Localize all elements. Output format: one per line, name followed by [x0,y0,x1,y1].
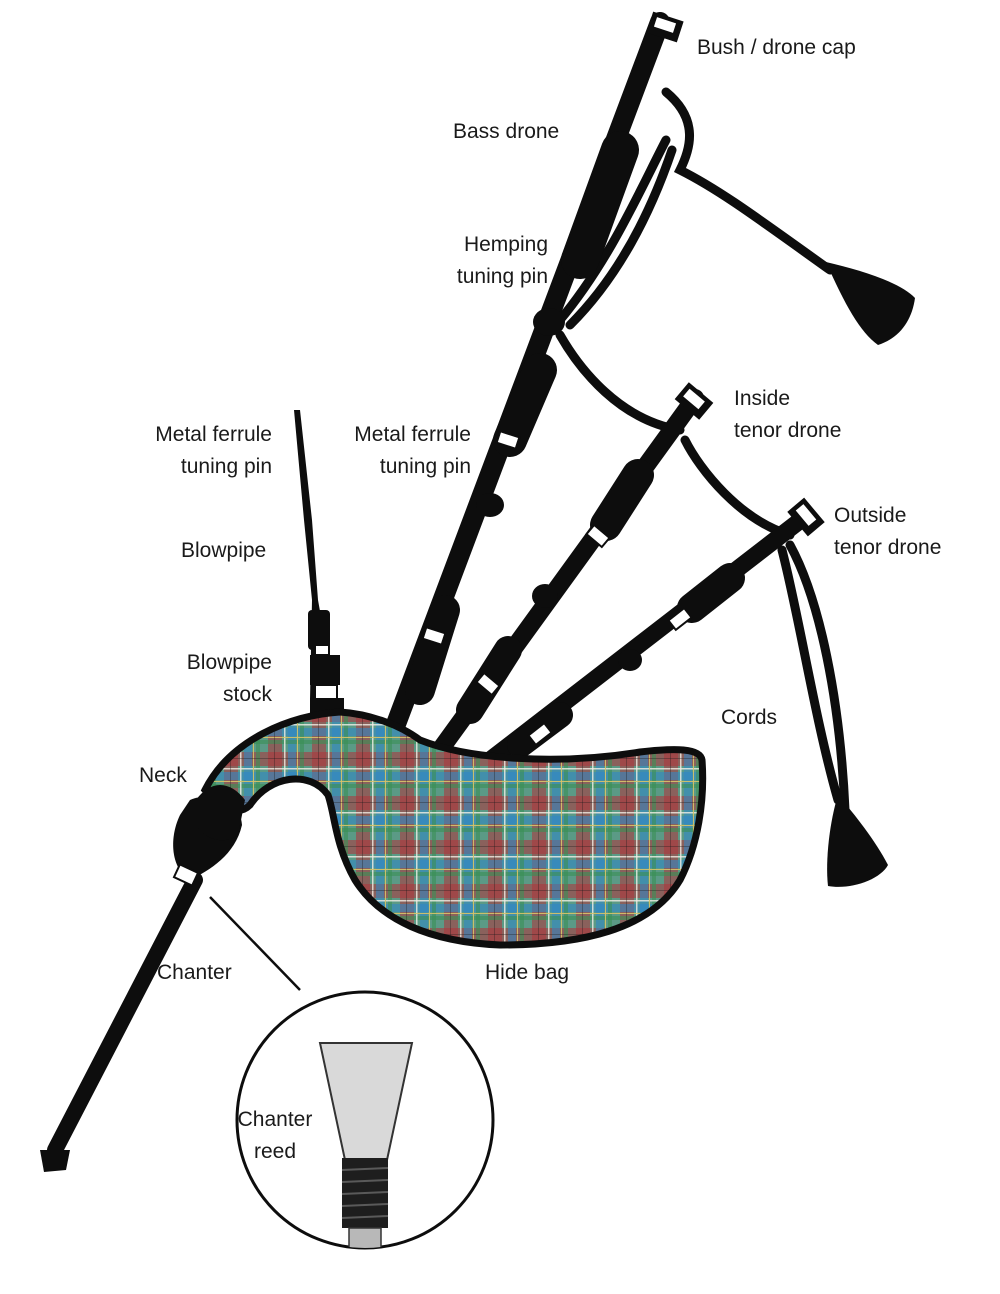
label-chanter-reed: Chanter reed [237,1108,313,1163]
label-metal-ferrule-tuning-pin-left: Metal ferrule tuning pin [155,423,272,478]
hide-bag [200,708,707,949]
outside-tenor-drone [481,497,825,769]
label-cords: Cords [721,706,778,729]
cords [555,87,850,815]
outside-tenor-ferrule-1 [667,606,693,632]
bass-drone [380,12,670,750]
blowpipe-stock-ferrule [314,684,338,700]
bass-drone-ferrule-2 [421,625,447,647]
chanter-reed-staple [348,1227,382,1248]
label-hide-bag: Hide bag [485,961,570,984]
leader-line [209,896,301,991]
chanter-ferrule [172,863,200,887]
label-inside-tenor-drone: Inside tenor drone [734,387,842,442]
bass-drone-ferrule-1 [495,429,521,451]
cord-tassel-top [826,262,915,345]
label-bush-drone-cap: Bush / drone cap [697,36,856,59]
bass-drone-cap [646,11,684,43]
neck [196,785,245,841]
label-metal-ferrule-tuning-pin-center: Metal ferrule tuning pin [354,423,471,478]
label-blowpipe-stock: Blowpipe stock [186,651,272,706]
inside-tenor-drone [431,382,714,759]
inside-tenor-ferrule-2 [475,671,501,697]
blowpipe-ferrule [314,644,330,656]
chanter-reed-inset [235,990,495,1250]
blowpipe [294,410,344,716]
label-chanter: Chanter [157,961,232,984]
label-bass-drone: Bass drone [453,120,560,143]
label-neck: Neck [139,764,187,787]
label-outside-tenor-drone: Outside tenor drone [834,504,942,559]
label-blowpipe: Blowpipe [181,539,267,562]
outside-tenor-ferrule-2 [527,721,553,747]
label-hemping-tuning-pin: Hemping tuning pin [456,233,548,288]
inside-tenor-ferrule-1 [585,523,611,549]
cord-tassel-bottom [827,795,888,887]
